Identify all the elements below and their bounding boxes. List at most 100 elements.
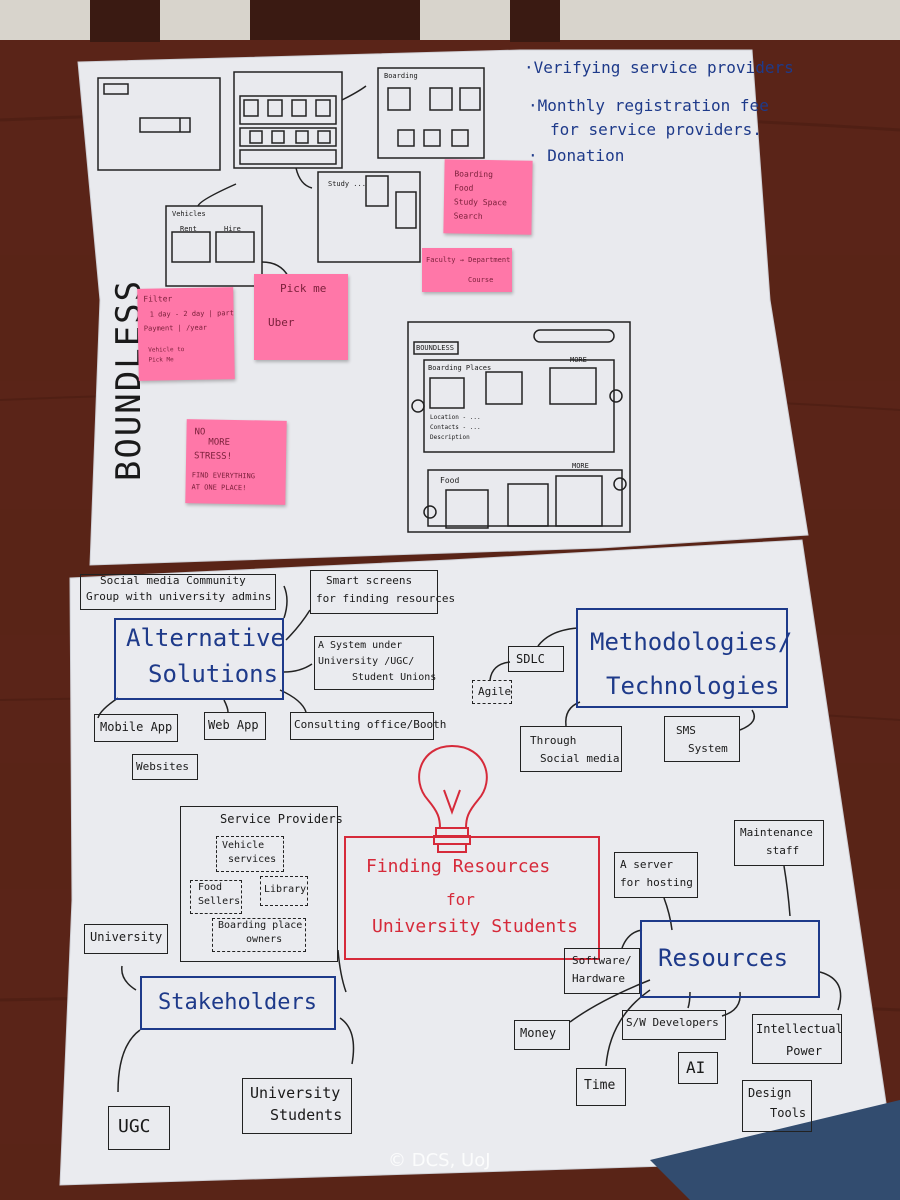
- developers-label: S/W Developers: [626, 1016, 719, 1029]
- node-websites-label: Websites: [136, 760, 189, 773]
- sticky-text: MORE: [208, 437, 231, 448]
- server-line2: for hosting: [620, 876, 693, 889]
- node-software-hardware: [564, 948, 640, 994]
- sticky-text: Food: [454, 183, 474, 193]
- wf-vehicles-label: Vehicles: [172, 210, 206, 218]
- central-line2: for: [446, 890, 475, 909]
- node-system-line1: A System under: [318, 640, 403, 651]
- node-service-providers: [180, 806, 338, 962]
- node-maintenance-staff: [734, 820, 824, 866]
- stakeholders-title: Stakeholders: [158, 990, 317, 1015]
- node-alternative-solutions: [114, 618, 284, 700]
- server-line1: A server: [620, 858, 673, 871]
- node-web-app: [204, 712, 266, 740]
- students-line2: Students: [270, 1106, 343, 1124]
- intellectual-line1: Intellectual: [756, 1022, 843, 1036]
- node-vehicle-services: [216, 836, 284, 872]
- node-social-media-community: [80, 574, 276, 610]
- food-line1: Food: [198, 882, 223, 893]
- node-sdlc-label: SDLC: [516, 652, 545, 666]
- node-ugc: [108, 1106, 170, 1150]
- wf-description: Description: [430, 434, 470, 441]
- node-sdlc: [508, 646, 564, 672]
- chair-right: [510, 0, 560, 42]
- sticky-text: Boarding: [454, 169, 494, 180]
- wireframe-sketches: [97, 67, 631, 533]
- wf-food: Food: [440, 476, 460, 485]
- time-label: Time: [584, 1078, 616, 1093]
- node-sms-system: [664, 716, 740, 762]
- ai-label: AI: [686, 1058, 706, 1077]
- wf-hire-label: Hire: [224, 225, 241, 233]
- sticky-text: Payment | /year: [143, 323, 208, 333]
- node-server-hosting: [614, 852, 698, 898]
- sticky-text: Filter: [143, 294, 173, 304]
- node-websites: [132, 754, 198, 780]
- node-money: [514, 1020, 570, 1050]
- design-line2: Tools: [770, 1106, 807, 1120]
- node-system-line3: Student Unions: [352, 672, 437, 683]
- node-system-under-university: [314, 636, 434, 690]
- wf-more-1: MORE: [570, 356, 587, 364]
- boarding-line2: owners: [246, 934, 283, 945]
- wf-boarding-places: Boarding Places: [428, 364, 492, 372]
- node-social-media-line2: Group with university admins: [86, 590, 272, 603]
- sticky-note-faculty: Faculty → Department Course: [422, 248, 512, 292]
- light-bulb-icon: [418, 744, 488, 853]
- sticky-text: Course: [468, 276, 494, 284]
- node-sms-line1: SMS: [676, 724, 696, 737]
- node-intellectual-power: [752, 1014, 842, 1064]
- service-providers-title: Service Providers: [220, 812, 343, 826]
- node-agile: [472, 680, 512, 704]
- wf-location: Location - ...: [430, 414, 481, 421]
- food-line2: Sellers: [198, 896, 241, 907]
- central-line1: Finding Resources: [366, 856, 551, 877]
- note-monthly-fee: ·Monthly registration fee: [528, 96, 769, 115]
- node-smart-screens-line1: Smart screens: [326, 574, 413, 587]
- sticky-text: Pick me: [280, 282, 327, 295]
- node-university-students: [242, 1078, 352, 1134]
- wf-header-label: Boarding: [384, 72, 418, 80]
- ugc-label: UGC: [118, 1116, 151, 1137]
- alternative-title-line2: Solutions: [148, 660, 279, 688]
- note-donation: · Donation: [528, 146, 625, 165]
- node-stakeholders: [140, 976, 336, 1030]
- note-verifying: ·Verifying service providers: [524, 58, 794, 77]
- node-design-tools: [742, 1080, 812, 1132]
- alternative-title-line1: Alternative: [126, 624, 285, 652]
- node-through-social-media: [520, 726, 622, 772]
- sticky-text: Pick Me: [148, 356, 174, 364]
- vehicle-line1: Vehicle: [222, 840, 265, 851]
- person-legs: [650, 1100, 900, 1200]
- node-system-line2: University /UGC/: [318, 656, 415, 667]
- node-social-media-line1: Social media Community: [100, 574, 246, 587]
- sticky-text: NO: [194, 427, 206, 438]
- resources-title: Resources: [658, 944, 789, 972]
- node-central-topic: [344, 836, 600, 960]
- node-resources: [640, 920, 820, 998]
- money-label: Money: [520, 1026, 557, 1040]
- boarding-line1: Boarding place: [218, 920, 303, 931]
- intellectual-line2: Power: [786, 1044, 823, 1058]
- node-consulting-label: Consulting office/Booth: [294, 718, 447, 731]
- sticky-text: FIND EVERYTHING: [191, 471, 256, 481]
- node-ai: [678, 1052, 718, 1084]
- node-smart-screens-line2: for finding resources: [316, 592, 456, 605]
- watermark: © DCS, UoJ: [388, 1150, 491, 1171]
- sticky-note-no-more-stress: NO MORE STRESS! FIND EVERYTHING AT ONE P…: [185, 419, 287, 505]
- node-food-sellers: [190, 880, 242, 914]
- node-university: [84, 924, 168, 954]
- methodologies-title-line1: Methodologies/: [590, 628, 793, 656]
- sticky-note-filter: Filter 1 day - 2 day | part Payment | /y…: [137, 287, 235, 381]
- wf-brand-label: BOUNDLESS: [416, 344, 454, 352]
- node-mobile-app-label: Mobile App: [100, 720, 173, 734]
- mindmap-connectors: [97, 585, 842, 1093]
- chair-back: [250, 0, 420, 40]
- wf-rent-label: Rent: [180, 225, 197, 233]
- note-for-providers: for service providers.: [550, 120, 762, 139]
- node-boarding-owners: [212, 918, 306, 952]
- node-library: [260, 876, 308, 906]
- node-through-line2: Social media: [540, 752, 620, 765]
- node-consulting-office: [290, 712, 434, 740]
- wf-contacts: Contacts - ...: [430, 424, 481, 431]
